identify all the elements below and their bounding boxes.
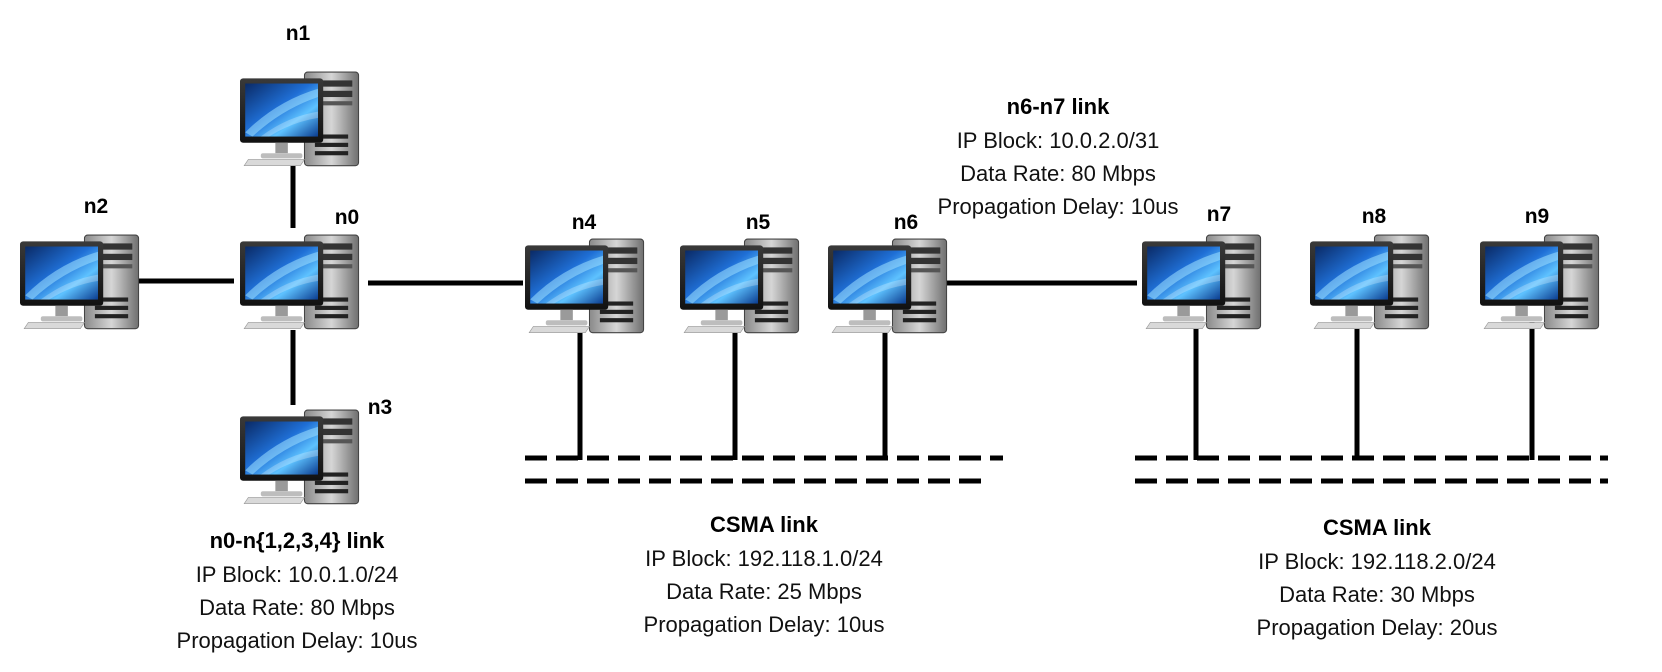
connections [138, 164, 1535, 460]
node-n6[interactable]: n6 [827, 211, 948, 334]
info-p2p-title: n6-n7 link [1007, 94, 1110, 119]
node-label-n7: n7 [1207, 203, 1232, 226]
info-csma1-rate: Data Rate: 25 Mbps [666, 579, 862, 604]
desktop-computer-icon [239, 234, 360, 330]
info-star-link: n0-n{1,2,3,4} link IP Block: 10.0.1.0/24… [177, 528, 418, 653]
info-csma2-rate: Data Rate: 30 Mbps [1279, 582, 1475, 607]
info-star-delay: Propagation Delay: 10us [177, 628, 418, 653]
node-label-n9: n9 [1525, 205, 1550, 228]
info-csma1-ip: IP Block: 192.118.1.0/24 [645, 546, 883, 571]
info-csma1-title: CSMA link [710, 512, 819, 537]
info-p2p-link: n6-n7 link IP Block: 10.0.2.0/31 Data Ra… [938, 94, 1179, 219]
node-n8[interactable]: n8 [1309, 205, 1430, 330]
node-label-n5: n5 [746, 211, 771, 234]
node-label-n0: n0 [335, 206, 360, 229]
csma-bus-1 [525, 455, 1003, 484]
desktop-computer-icon [19, 234, 140, 330]
info-csma2-link: CSMA link IP Block: 192.118.2.0/24 Data … [1257, 515, 1498, 640]
node-label-n8: n8 [1362, 205, 1387, 228]
node-n2[interactable]: n2 [19, 195, 140, 330]
node-n1[interactable]: n1 [239, 22, 360, 167]
node-n0[interactable]: n0 [239, 206, 360, 330]
desktop-computer-icon [1141, 234, 1262, 330]
node-n5[interactable]: n5 [679, 211, 800, 334]
desktop-computer-icon [239, 409, 360, 505]
info-csma2-title: CSMA link [1323, 515, 1432, 540]
node-n7[interactable]: n7 [1141, 203, 1262, 330]
info-p2p-ip: IP Block: 10.0.2.0/31 [957, 128, 1160, 153]
info-csma1-delay: Propagation Delay: 10us [644, 612, 885, 637]
node-label-n2: n2 [84, 195, 109, 218]
node-label-n6: n6 [894, 211, 919, 234]
node-n4[interactable]: n4 [524, 211, 645, 334]
info-star-ip: IP Block: 10.0.1.0/24 [196, 562, 399, 587]
node-label-n1: n1 [286, 22, 311, 45]
desktop-computer-icon [524, 238, 645, 334]
csma-bus-2 [1135, 455, 1608, 484]
node-n3[interactable]: n3 [239, 396, 393, 505]
node-label-n4: n4 [572, 211, 597, 234]
info-star-title: n0-n{1,2,3,4} link [210, 528, 386, 553]
desktop-computer-icon [679, 238, 800, 334]
node-label-n3: n3 [368, 396, 393, 419]
desktop-computer-icon [1479, 234, 1600, 330]
info-csma2-ip: IP Block: 192.118.2.0/24 [1258, 549, 1496, 574]
info-csma1-link: CSMA link IP Block: 192.118.1.0/24 Data … [644, 512, 885, 637]
node-n9[interactable]: n9 [1479, 205, 1600, 330]
desktop-computer-icon [827, 238, 948, 334]
info-p2p-delay: Propagation Delay: 10us [938, 194, 1179, 219]
info-csma2-delay: Propagation Delay: 20us [1257, 615, 1498, 640]
info-p2p-rate: Data Rate: 80 Mbps [960, 161, 1156, 186]
desktop-computer-icon [1309, 234, 1430, 330]
desktop-computer-icon [239, 71, 360, 167]
info-star-rate: Data Rate: 80 Mbps [199, 595, 395, 620]
